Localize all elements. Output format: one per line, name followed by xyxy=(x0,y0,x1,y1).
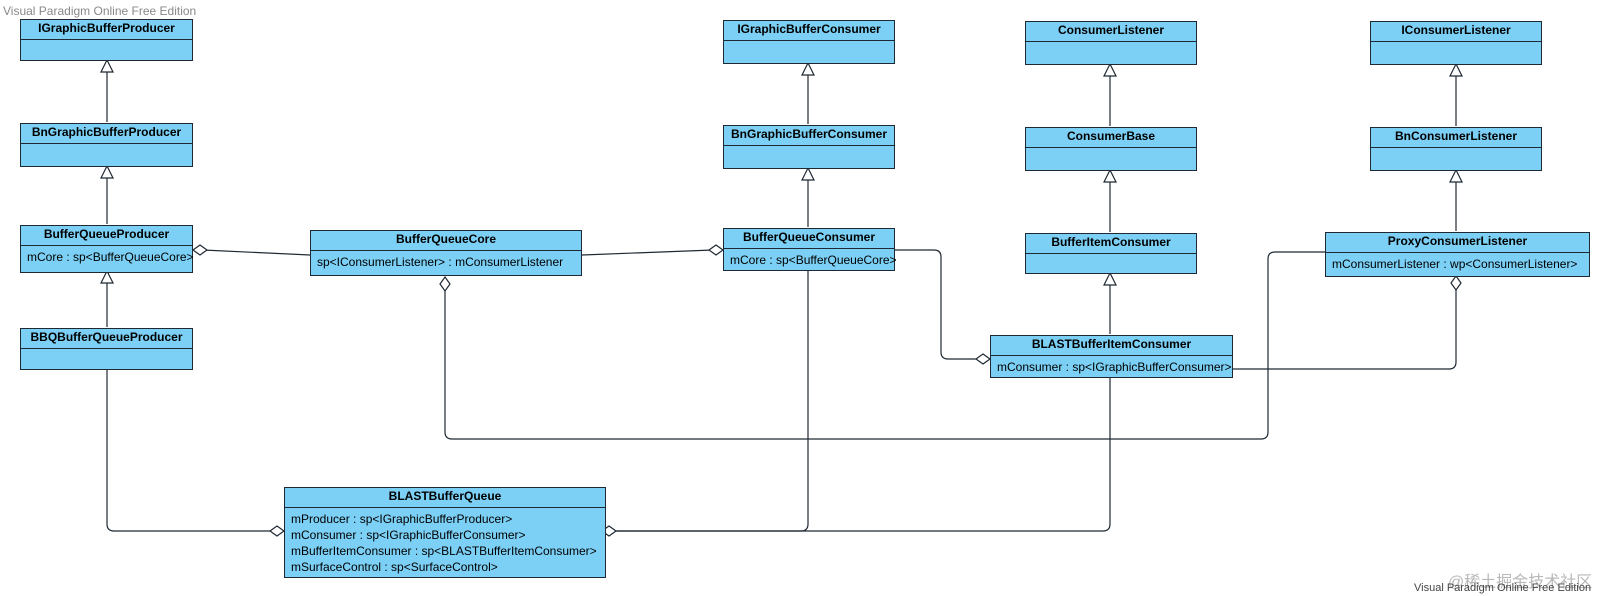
triangle-igbc xyxy=(801,61,815,76)
triangle-bncl xyxy=(1449,168,1463,183)
class-bbqbufferqueueproducer[interactable]: BBQBufferQueueProducer xyxy=(20,328,193,370)
class-bngraphicbufferproducer[interactable]: BnGraphicBufferProducer xyxy=(20,123,193,167)
triangle-cb xyxy=(1103,168,1117,183)
attribute: mBufferItemConsumer : sp<BLASTBufferItem… xyxy=(291,544,597,558)
class-name: BnGraphicBufferConsumer xyxy=(724,126,894,146)
assoc-blastbic-pcl xyxy=(1232,290,1457,370)
attribute: mConsumer : sp<IGraphicBufferConsumer> xyxy=(997,360,1232,374)
class-name: BnConsumerListener xyxy=(1371,128,1541,148)
class-name: BufferQueueCore xyxy=(311,231,581,251)
class-name: ConsumerBase xyxy=(1026,128,1196,148)
class-name: BnGraphicBufferProducer xyxy=(21,124,192,144)
attribute: mSurfaceControl : sp<SurfaceControl> xyxy=(291,560,498,574)
watermark-top: Visual Paradigm Online Free Edition xyxy=(3,4,197,18)
class-name: BufferItemConsumer xyxy=(1026,234,1196,254)
class-proxyconsumerlistener[interactable]: ProxyConsumerListener mConsumerListener … xyxy=(1325,232,1590,277)
diamond-bqc xyxy=(707,244,725,256)
class-name: IGraphicBufferConsumer xyxy=(724,21,894,41)
assoc-bqc-blastbic xyxy=(895,249,976,360)
assoc-bqcore-bqp xyxy=(202,249,311,256)
attribute: mCore : sp<BufferQueueCore> xyxy=(27,250,194,264)
triangle-igbp xyxy=(100,58,114,73)
class-bufferqueueproducer[interactable]: BufferQueueProducer mCore : sp<BufferQue… xyxy=(20,225,194,273)
class-iconsumerlistener[interactable]: IConsumerListener xyxy=(1370,21,1542,65)
class-bngraphicbufferconsumer[interactable]: BnGraphicBufferConsumer xyxy=(723,125,895,169)
class-name: IConsumerListener xyxy=(1371,22,1541,42)
watermark-bottom: Visual Paradigm Online Free Edition xyxy=(1414,582,1592,594)
triangle-bngbp xyxy=(100,164,114,179)
class-name: BBQBufferQueueProducer xyxy=(21,329,192,349)
class-blastbufferitemconsumer[interactable]: BLASTBufferItemConsumer mConsumer : sp<I… xyxy=(990,335,1233,378)
class-igraphicbufferconsumer[interactable]: IGraphicBufferConsumer xyxy=(723,20,895,64)
class-name: ConsumerListener xyxy=(1026,22,1196,42)
assoc-pcl-bqcore xyxy=(444,251,1325,440)
triangle-bqp xyxy=(100,269,114,284)
class-igraphicbufferproducer[interactable]: IGraphicBufferProducer xyxy=(20,19,193,61)
class-bufferitemconsumer[interactable]: BufferItemConsumer xyxy=(1025,233,1197,274)
class-blastbufferqueue[interactable]: BLASTBufferQueue mProducer : sp<IGraphic… xyxy=(284,487,606,578)
diamond-pcl xyxy=(1450,274,1462,292)
assoc-blastbic-bbq xyxy=(616,377,1111,532)
attribute: mProducer : sp<IGraphicBufferProducer> xyxy=(291,512,513,526)
attribute: mCore : sp<BufferQueueCore> xyxy=(730,253,897,267)
class-consumerlistener[interactable]: ConsumerListener xyxy=(1025,21,1197,65)
class-name: BLASTBufferQueue xyxy=(285,488,605,508)
attribute: mConsumer : sp<IGraphicBufferConsumer> xyxy=(291,528,526,542)
assoc-bqc-bbq xyxy=(616,270,809,532)
diamond-bqp xyxy=(191,244,209,256)
community-watermark: @稀土掘金技术社区 xyxy=(1448,574,1593,591)
triangle-cl xyxy=(1103,62,1117,77)
diamond-blastbic xyxy=(974,353,992,365)
assoc-bbqp-bbq xyxy=(106,369,270,532)
triangle-bic xyxy=(1103,271,1117,286)
attribute: sp<IConsumerListener> : mConsumerListene… xyxy=(317,255,564,269)
attribute: mConsumerListener : wp<ConsumerListener> xyxy=(1332,257,1578,271)
class-name: BufferQueueConsumer xyxy=(724,229,894,249)
diamond-bqcore xyxy=(439,275,451,293)
class-name: IGraphicBufferProducer xyxy=(21,20,192,40)
class-consumerbase[interactable]: ConsumerBase xyxy=(1025,127,1197,171)
triangle-icl xyxy=(1449,62,1463,77)
class-name: BufferQueueProducer xyxy=(21,226,192,246)
class-bufferqueuecore[interactable]: BufferQueueCore sp<IConsumerListener> : … xyxy=(310,230,582,276)
class-name: ProxyConsumerListener xyxy=(1326,233,1589,253)
assoc-bqcore-bqc xyxy=(581,249,714,256)
class-bufferqueueconsumer[interactable]: BufferQueueConsumer mCore : sp<BufferQue… xyxy=(723,228,897,271)
diamond-bbq-left xyxy=(268,525,286,537)
triangle-bngbc xyxy=(801,166,815,181)
class-name: BLASTBufferItemConsumer xyxy=(991,336,1232,356)
class-bnconsumerlistener[interactable]: BnConsumerListener xyxy=(1370,127,1542,171)
